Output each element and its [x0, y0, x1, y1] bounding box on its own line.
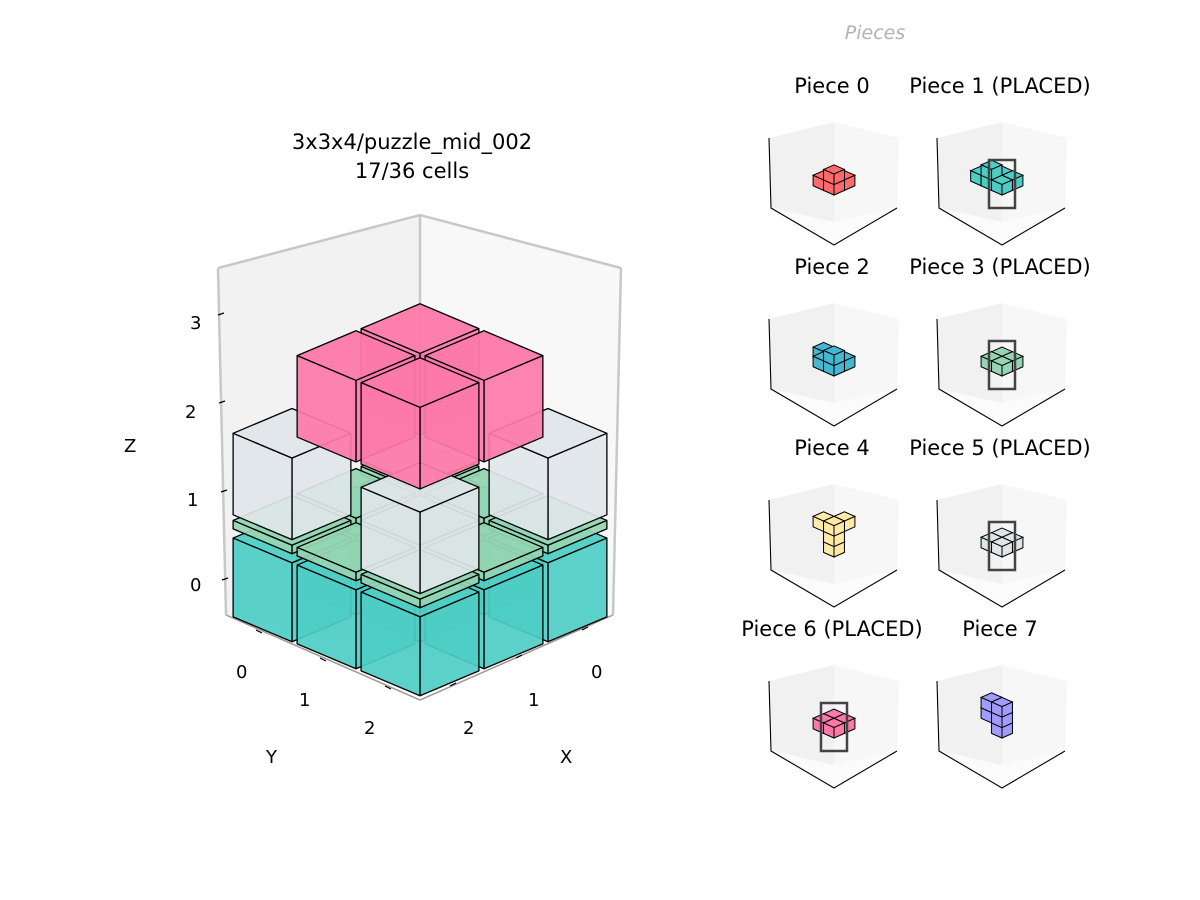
y-tick-1: 1 — [299, 690, 310, 711]
cube-right-face — [296, 354, 357, 463]
piece-3-label: Piece 3 (PLACED) — [909, 255, 1091, 279]
floor-axis-lines — [225, 614, 614, 701]
thumb-cube-right — [823, 168, 835, 186]
cube-right-face — [360, 381, 421, 490]
thumb-pane-right — [834, 484, 899, 584]
thumb-pane-left — [937, 484, 1002, 584]
placed-marker-frame — [987, 158, 1017, 210]
piece-4-label: Piece 4 — [794, 436, 870, 460]
piece-2-label: Piece 2 — [794, 255, 870, 279]
piece-5-label: Piece 5 (PLACED) — [909, 436, 1091, 460]
cube-right-face — [360, 591, 421, 697]
thumb-pane-right — [834, 665, 899, 765]
thumb-floor — [939, 208, 1065, 245]
cube-right-face — [232, 519, 293, 555]
thumb-pane-right — [1002, 665, 1067, 765]
x-axis-label: X — [560, 747, 572, 768]
placed-marker-frame — [819, 701, 849, 753]
thumb-cube-right — [991, 179, 1003, 196]
thumb-axis-lines — [936, 499, 1066, 608]
cell-count: 17/36 cells — [354, 159, 470, 183]
puzzle-name: 3x3x4/puzzle_mid_002 — [291, 130, 533, 154]
main-3d-plot: 3 2 1 0 0 1 2 0 1 2 Z Y X — [124, 213, 623, 768]
y-tick-2: 2 — [364, 718, 375, 739]
cube-right-face — [296, 546, 357, 582]
thumb-axis-lines — [768, 318, 898, 427]
thumb-axis-lines — [936, 318, 1066, 427]
piece-1-label: Piece 1 (PLACED) — [909, 74, 1091, 98]
thumb-cube-right — [823, 722, 835, 739]
thumb-pane-left — [937, 665, 1002, 765]
thumb-floor — [771, 389, 897, 426]
piece-7-label: Piece 7 — [962, 617, 1038, 641]
z-tick-1: 1 — [187, 490, 198, 511]
thumb-floor — [939, 751, 1065, 788]
thumb-axis-lines — [768, 499, 898, 608]
x-tick-0: 0 — [591, 662, 602, 683]
thumb-floor — [771, 208, 897, 245]
thumb-pane-left — [937, 122, 1002, 222]
thumb-pane-left — [937, 303, 1002, 403]
placed-cubes — [232, 303, 608, 697]
thumb-axis-lines — [936, 680, 1066, 789]
x-tick-2: 2 — [463, 718, 474, 739]
placed-marker-frame — [987, 339, 1017, 391]
thumb-floor — [771, 570, 897, 607]
cube-right-face — [360, 486, 421, 595]
thumb-floor — [939, 570, 1065, 607]
thumb-cube-right — [991, 701, 1003, 718]
cube-right-face — [296, 564, 357, 670]
thumb-axis-lines — [768, 680, 898, 789]
thumb-floor — [939, 389, 1065, 426]
thumb-axis-lines — [936, 137, 1066, 246]
z-tick-0: 0 — [190, 575, 201, 596]
left-vertical-edge — [216, 267, 228, 616]
piece-6-label: Piece 6 (PLACED) — [741, 617, 923, 641]
thumb-pane-left — [769, 122, 834, 222]
x-tick-1: 1 — [528, 690, 539, 711]
thumb-cube-right — [991, 360, 1003, 377]
main-plot-title: 3x3x4/puzzle_mid_002 17/36 cells — [212, 128, 612, 186]
thumb-pane-right — [1002, 303, 1067, 403]
y-axis-label: Y — [265, 747, 278, 768]
z-axis-label: Z — [124, 436, 136, 457]
z-tick-2: 2 — [185, 402, 196, 423]
z-tick-3: 3 — [190, 313, 201, 334]
cube-right-face — [232, 432, 293, 541]
cube-right-face — [232, 537, 293, 643]
thumb-pane-left — [769, 484, 834, 584]
piece-0-label: Piece 0 — [794, 74, 870, 98]
pieces-header: Pieces — [844, 22, 906, 44]
thumb-cube-right — [823, 349, 835, 367]
thumb-pane-right — [834, 303, 899, 403]
cube-right-face — [360, 573, 421, 609]
right-vertical-edge — [611, 267, 623, 616]
thumb-pane-right — [834, 122, 899, 222]
thumb-pane-left — [769, 303, 834, 403]
thumb-pane-right — [1002, 122, 1067, 222]
y-tick-0: 0 — [236, 662, 247, 683]
placed-marker-frame — [987, 520, 1017, 572]
thumb-pane-right — [1002, 484, 1067, 584]
thumb-cube-right — [991, 541, 1003, 558]
thumb-pane-left — [769, 665, 834, 765]
thumb-cube-right — [823, 520, 835, 537]
thumb-axis-lines — [768, 137, 898, 246]
thumb-floor — [771, 751, 897, 788]
